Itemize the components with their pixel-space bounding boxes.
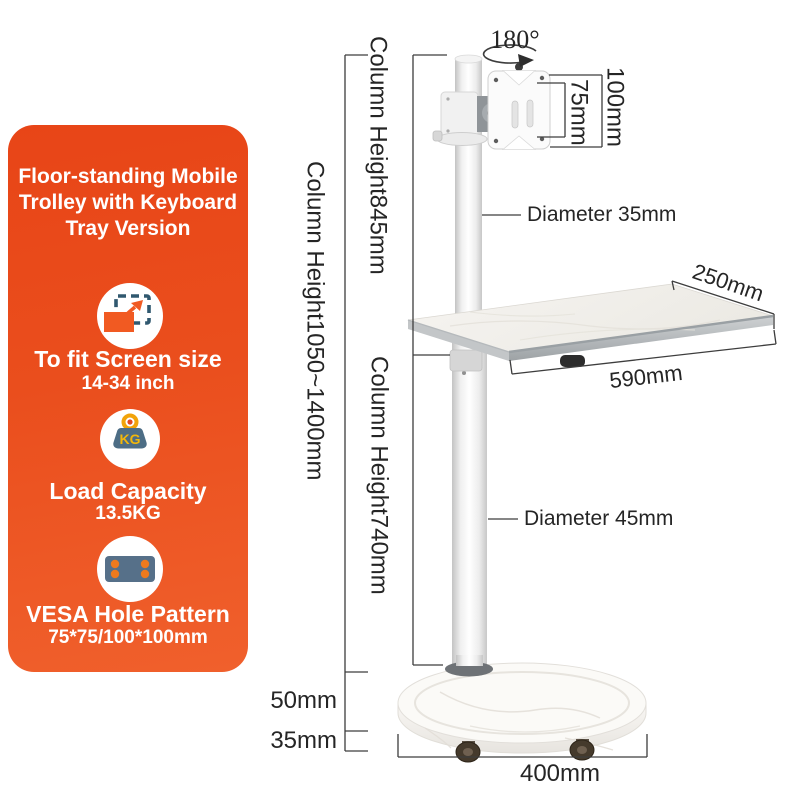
panel-title-line-3: Tray Version (65, 217, 191, 240)
tilt-knob (432, 130, 443, 142)
upper-pole-diameter-label: Diameter 35mm (527, 203, 677, 226)
screen-size-value: 14-34 inch (81, 373, 175, 394)
feature-panel: Floor-standing Mobile Trolley with Keybo… (8, 125, 248, 672)
round-base (397, 655, 647, 754)
load-capacity-value: 13.5KG (95, 503, 161, 524)
load-capacity-icon: KG (100, 409, 160, 469)
lower-pole (452, 338, 487, 670)
vesa-plate (487, 70, 551, 150)
panel-title-line-1: Floor-standing Mobile (18, 165, 238, 188)
rotation-angle-label: 180° (490, 25, 540, 54)
screen-size-label: To fit Screen size (34, 346, 222, 372)
column-height-upper-label: Column Height845mm (364, 36, 392, 275)
vesa-head (432, 63, 551, 150)
dimension-lines (344, 44, 777, 758)
caster-height-label: 35mm (270, 727, 337, 754)
vesa-inner-dimension-label: 75mm (565, 79, 593, 146)
base-thickness-label: 50mm (270, 687, 337, 714)
rotation-arrowhead (518, 54, 534, 67)
vesa-outer-dimension-label: 100mm (601, 67, 629, 148)
pole-screw-hole (462, 371, 466, 375)
column-height-lower-label: Column Height740mm (365, 356, 393, 595)
tray-knob (560, 355, 585, 367)
base-diameter-label: 400mm (519, 760, 601, 787)
load-capacity-label: Load Capacity (49, 478, 207, 504)
vesa-pattern-label: VESA Hole Pattern (26, 601, 230, 627)
panel-title: Floor-standing Mobile Trolley with Keybo… (8, 164, 248, 242)
lower-pole-diameter-label: Diameter 45mm (524, 507, 674, 530)
kg-icon-text: KG (120, 431, 141, 447)
column-height-total-label: Column Height1050~1400mm (301, 161, 329, 481)
vesa-pattern-value: 75*75/100*100mm (48, 627, 208, 648)
panel-title-line-2: Trolley with Keyboard (18, 191, 238, 214)
screen-size-icon (97, 283, 163, 349)
vesa-pattern-icon (97, 536, 163, 602)
keyboard-tray (407, 283, 774, 372)
